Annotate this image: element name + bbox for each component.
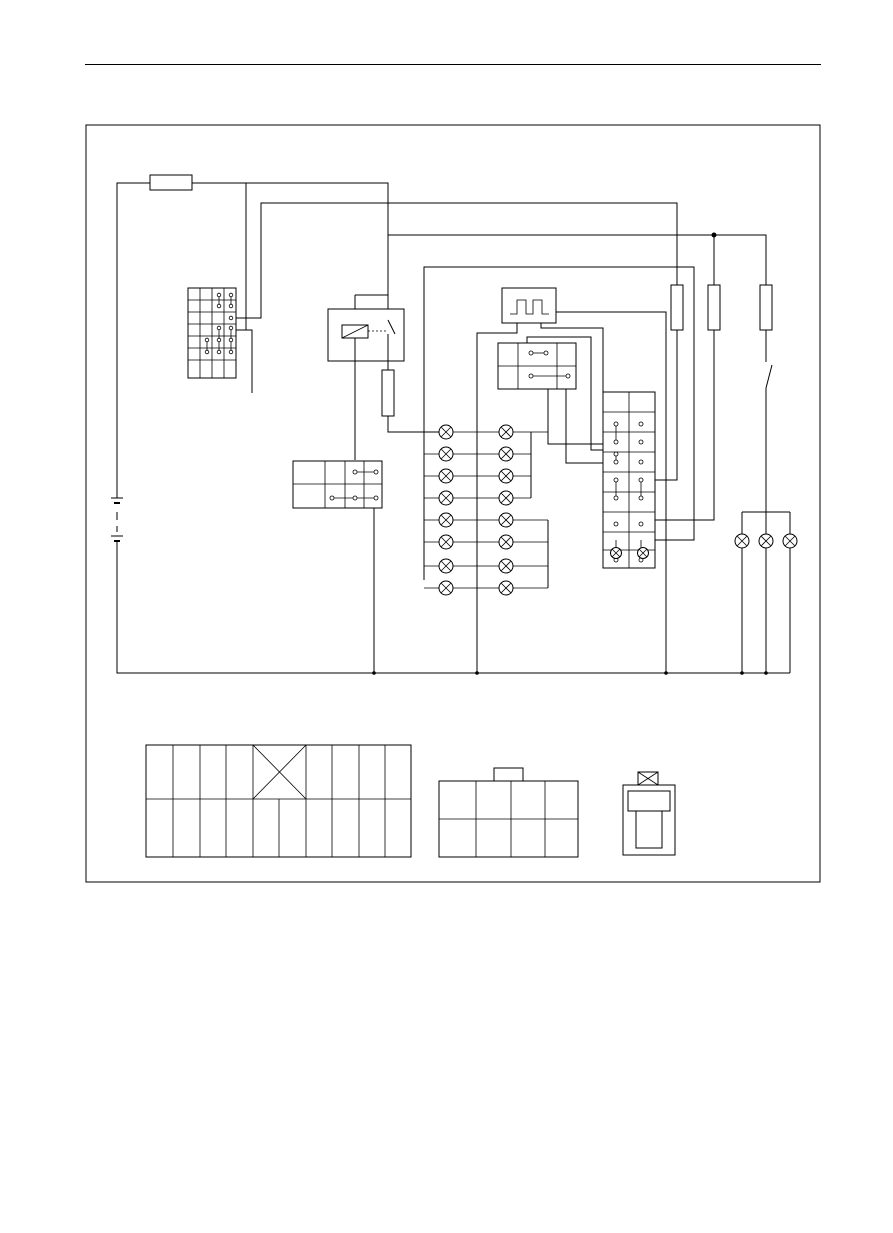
lamp-bank-right [734,533,798,549]
diagram-frame [85,124,821,883]
lamp-icon [438,446,454,462]
large-connector-face [145,744,412,858]
lamp-icon [758,533,774,549]
lamp-icon [498,558,514,574]
lamp-icon [498,580,514,596]
lamp-icon [438,512,454,528]
lamp-icon [498,534,514,550]
main-wiring [116,182,790,674]
lamp-icon [498,468,514,484]
lamp-icon [498,490,514,506]
hazard-switch-connector [292,460,383,509]
relay-socket-face [622,771,676,856]
relay-fuse-icon [381,369,395,417]
flasher-unit [476,287,667,673]
lamp-banks [424,424,549,596]
lamp-icon [438,580,454,596]
lamp-icon [438,534,454,550]
lamp-icon [498,446,514,462]
turn-switch-connector [497,336,603,464]
ignition-switch-connector [187,287,237,379]
lamp-icon [734,533,750,549]
brake-switch-icon [765,364,773,389]
lamp-icon [438,424,454,440]
lamp-icon [438,490,454,506]
lamp-icon [438,558,454,574]
lamp-icon [782,533,798,549]
lamp-icon [498,424,514,440]
combination-switch-connector [602,391,656,569]
fuse-icon [670,284,684,331]
lamp-icon [438,468,454,484]
battery-icon [111,497,123,542]
relay-icon [327,294,405,460]
lamp-icon [498,512,514,528]
main-fuse-icon [149,174,193,191]
header-rule [85,64,821,65]
fuse-icon [707,284,721,331]
six-pin-connector-face [438,767,579,858]
junction-dot [711,232,717,238]
fuse-icon [759,284,773,331]
